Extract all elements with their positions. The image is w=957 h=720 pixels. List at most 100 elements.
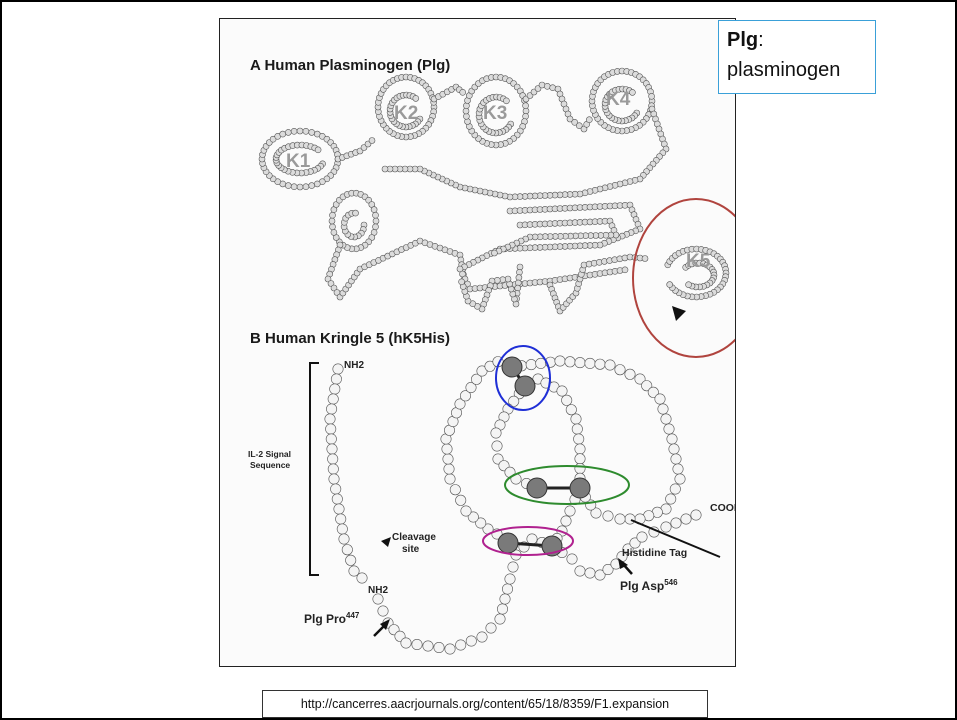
residue-bead xyxy=(466,636,476,646)
residue-bead xyxy=(328,454,338,464)
residue-bead xyxy=(337,524,347,534)
residue-bead xyxy=(297,184,303,190)
source-url-box: http://cancerres.aacrjournals.org/conten… xyxy=(262,690,708,718)
residue-bead xyxy=(575,454,585,464)
residue-bead xyxy=(326,424,336,434)
residue-bead xyxy=(527,534,537,544)
residue-bead xyxy=(461,506,471,516)
residue-bead xyxy=(637,532,647,542)
residue-bead xyxy=(625,369,635,379)
residue-bead xyxy=(544,83,550,89)
residue-bead xyxy=(357,573,367,583)
residue-bead xyxy=(459,279,465,285)
residue-bead xyxy=(477,632,487,642)
residue-bead xyxy=(297,128,303,134)
residue-bead xyxy=(373,218,379,224)
cleavage-label-line2: site xyxy=(402,544,420,555)
residue-bead xyxy=(413,95,419,101)
cysteine-bead xyxy=(570,478,590,498)
residue-bead xyxy=(669,444,679,454)
residue-bead xyxy=(500,277,506,283)
callout-term: Plg xyxy=(727,29,758,51)
residue-bead xyxy=(401,638,411,648)
residue-bead xyxy=(575,357,585,367)
residue-bead xyxy=(442,444,452,454)
residue-bead xyxy=(571,414,581,424)
residue-bead xyxy=(562,395,572,405)
residue-bead xyxy=(585,568,595,578)
residue-bead xyxy=(661,522,671,532)
residue-bead xyxy=(622,267,628,273)
disulfide-bridge-2 xyxy=(527,478,590,498)
residue-bead xyxy=(315,147,321,153)
cysteine-bead xyxy=(502,357,522,377)
cysteine-bead xyxy=(498,533,518,553)
residue-bead xyxy=(349,566,359,576)
residue-bead xyxy=(595,359,605,369)
residue-bead xyxy=(444,464,454,474)
residue-bead xyxy=(575,463,585,473)
residue-bead xyxy=(508,562,518,572)
residue-bead xyxy=(691,510,701,520)
residue-bead xyxy=(565,357,575,367)
residue-bead xyxy=(603,511,613,521)
kringle-label-k1: K1 xyxy=(286,151,311,172)
residue-bead xyxy=(291,128,297,134)
residue-bead xyxy=(502,584,512,594)
residue-bead xyxy=(492,441,502,451)
residue-bead xyxy=(331,484,341,494)
cleavage-arrowhead xyxy=(381,537,391,547)
residue-bead xyxy=(491,428,501,438)
residue-bead xyxy=(649,93,655,99)
residue-bead xyxy=(331,229,337,235)
residue-bead xyxy=(373,224,379,230)
residue-bead xyxy=(561,516,571,526)
residue-bead xyxy=(555,356,565,366)
residue-bead xyxy=(445,474,455,484)
residue-bead xyxy=(328,464,338,474)
histidine-tag-label: Histidine Tag xyxy=(622,547,687,559)
residue-bead xyxy=(574,434,584,444)
figure-panel: K1 K2 K3 K4 K5 IL-2 Signal Sequence NH2 … xyxy=(219,18,736,667)
residue-bead xyxy=(280,131,286,137)
nh2-bottom-label: NH2 xyxy=(368,585,388,596)
residue-bead xyxy=(303,128,309,134)
residue-bead xyxy=(373,212,379,218)
cleavage-label-line1: Cleavage xyxy=(392,532,436,543)
plg-pro-label: Plg Pro447 xyxy=(304,611,360,626)
residue-bead xyxy=(346,555,356,565)
residue-bead xyxy=(342,545,352,555)
callout-colon: : xyxy=(758,29,764,51)
residue-bead xyxy=(666,494,676,504)
source-url[interactable]: http://cancerres.aacrjournals.org/conten… xyxy=(301,697,669,711)
panel-b-title: B Human Kringle 5 (hK5His) xyxy=(250,330,450,347)
residue-bead xyxy=(371,207,377,213)
residue-bead xyxy=(450,485,460,495)
plg-definition-callout: Plg: plasminogen xyxy=(718,20,876,94)
residue-bead xyxy=(585,358,595,368)
residue-bead xyxy=(456,640,466,650)
residue-bead xyxy=(329,474,339,484)
residue-bead xyxy=(369,138,375,144)
residue-bead xyxy=(565,506,575,516)
residue-bead xyxy=(331,374,341,384)
residue-bead xyxy=(334,504,344,514)
residue-bead xyxy=(642,256,648,262)
kringle-label-k3: K3 xyxy=(483,103,507,124)
residue-bead xyxy=(575,566,585,576)
residue-bead xyxy=(285,129,291,135)
residue-bead xyxy=(353,210,359,216)
residue-bead xyxy=(378,606,388,616)
residue-bead xyxy=(330,224,336,230)
residue-bead xyxy=(586,117,592,123)
residue-bead xyxy=(658,404,668,414)
callout-definition: plasminogen xyxy=(727,59,840,81)
residue-bead xyxy=(285,183,291,189)
residue-bead xyxy=(382,166,388,172)
residue-bead xyxy=(675,474,685,484)
plg-asp-label: Plg Asp546 xyxy=(620,578,678,593)
residue-bead xyxy=(291,184,297,190)
residue-bead xyxy=(445,644,455,654)
residue-bead xyxy=(655,394,665,404)
residue-bead xyxy=(412,639,422,649)
